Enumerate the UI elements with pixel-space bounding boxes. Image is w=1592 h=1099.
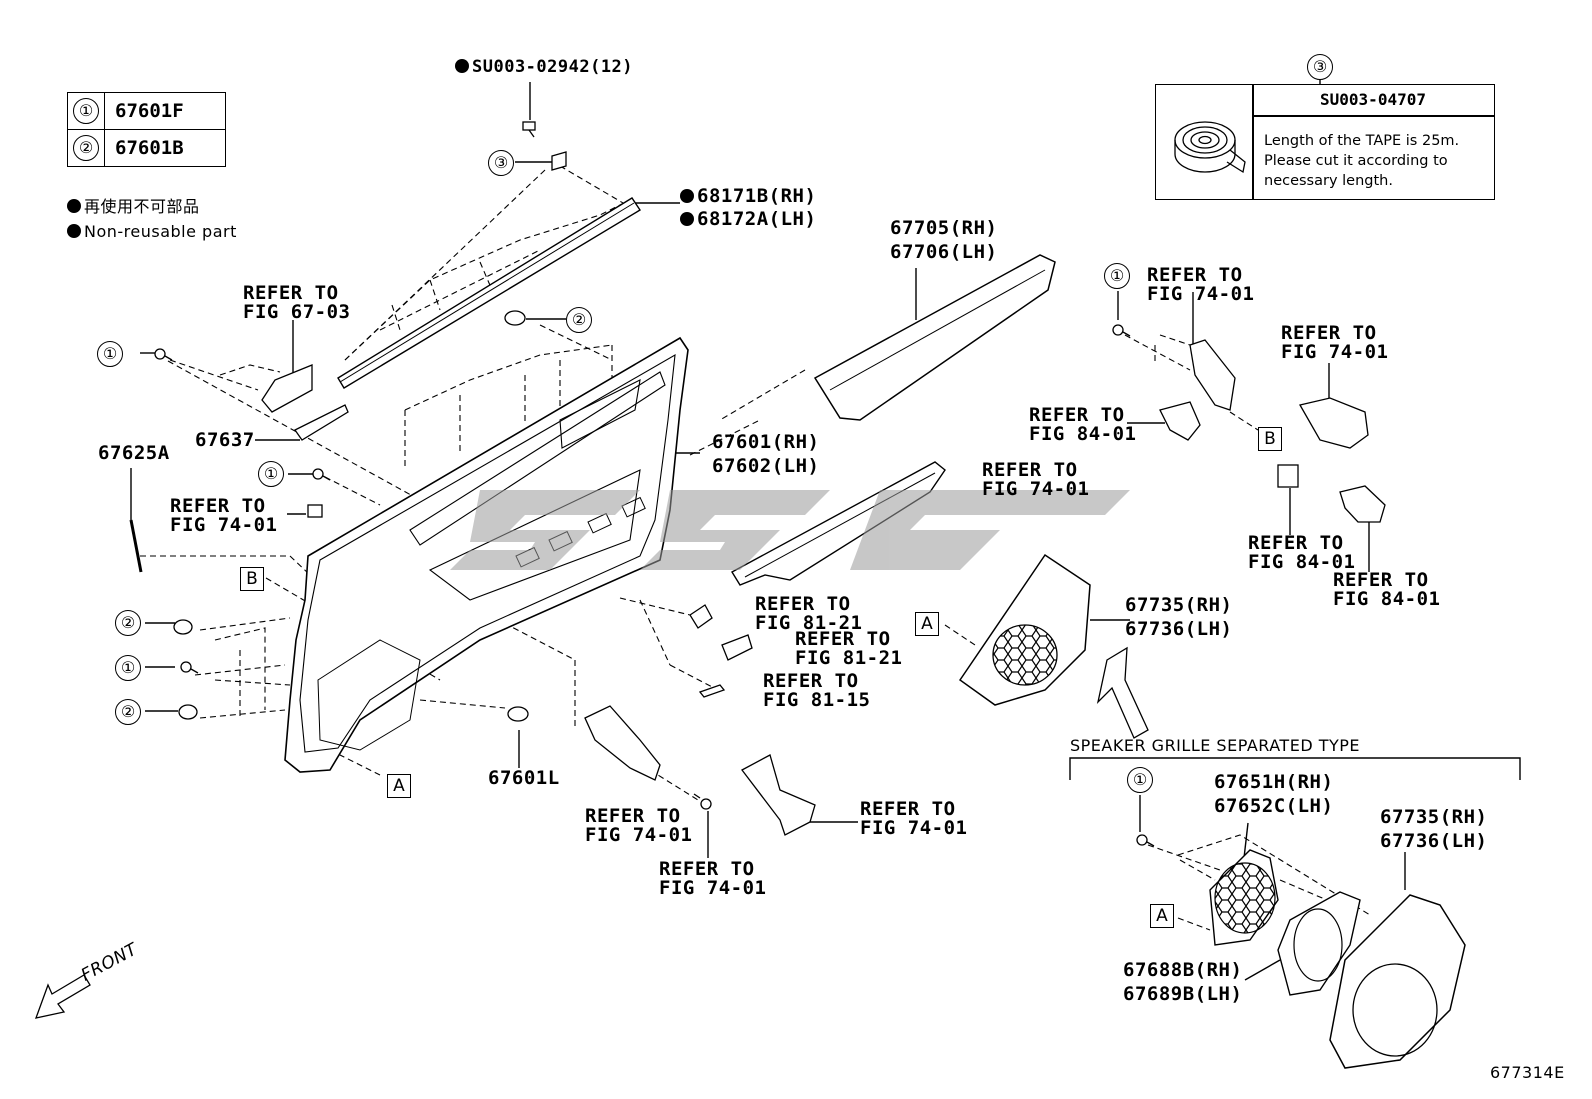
legend-part-number: 67601B <box>104 129 226 167</box>
label-refer-to: REFER TO <box>1248 532 1344 554</box>
label-67736: 67736(LH) <box>1125 618 1233 640</box>
label-refer-to: REFER TO <box>795 628 891 650</box>
label-fig-74-01: FIG 74-01 <box>1147 283 1255 305</box>
label-refer-to: REFER TO <box>860 798 956 820</box>
label-fig-84-01: FIG 84-01 <box>1029 423 1137 445</box>
tape-info-box: SU003-04707 Length of the TAPE is 25m. P… <box>1155 84 1495 200</box>
label-fig-67-03: FIG 67-03 <box>243 301 351 323</box>
label-refer-to: REFER TO <box>659 858 755 880</box>
tape-part-number: SU003-04707 <box>1320 90 1426 109</box>
label-67602: 67602(LH) <box>712 455 820 477</box>
index-legend-table: ① 67601F ② 67601B <box>67 92 226 167</box>
label-fig-74-01: FIG 74-01 <box>585 824 693 846</box>
label-refer-to: REFER TO <box>243 282 339 304</box>
label-67736: 67736(LH) <box>1380 830 1488 852</box>
callout-1: ① <box>1104 263 1130 289</box>
label-67705: 67705(RH) <box>890 217 998 239</box>
callout-1: ① <box>73 98 99 124</box>
label-fig-74-01: FIG 74-01 <box>860 817 968 839</box>
legend-row: ② 67601B <box>67 129 226 167</box>
callout-2: ② <box>115 610 141 636</box>
label-68171b: 68171B(RH) <box>680 186 816 207</box>
watermark-logo <box>450 490 1130 570</box>
label-67652c: 67652C(LH) <box>1214 795 1334 817</box>
diagram-id: 677314E <box>1490 1063 1565 1082</box>
label-fig-74-01: FIG 74-01 <box>1281 341 1389 363</box>
label-fig-84-01: FIG 84-01 <box>1333 588 1441 610</box>
label-refer-to: REFER TO <box>585 805 681 827</box>
label-fig-81-15: FIG 81-15 <box>763 689 871 711</box>
label-refer-to: REFER TO <box>1333 569 1429 591</box>
tape-note: Length of the TAPE is 25m. Please cut it… <box>1264 133 1460 189</box>
callout-1: ① <box>115 655 141 681</box>
callout-3: ③ <box>1307 54 1333 80</box>
bullet-dot-icon <box>680 212 694 226</box>
bullet-dot-icon <box>455 59 469 73</box>
label-67689b: 67689B(LH) <box>1123 983 1243 1005</box>
label-refer-to: REFER TO <box>170 495 266 517</box>
callout-1: ① <box>97 341 123 367</box>
label-fig-81-21: FIG 81-21 <box>755 612 863 634</box>
callout-2: ② <box>566 307 592 333</box>
label-refer-to: REFER TO <box>1029 404 1125 426</box>
legend-row: ① 67601F <box>67 92 226 130</box>
label-fig-74-01: FIG 74-01 <box>170 514 278 536</box>
non-reusable-note-en: Non-reusable part <box>67 221 237 242</box>
label-refer-to: REFER TO <box>982 459 1078 481</box>
label-67706: 67706(LH) <box>890 241 998 263</box>
bullet-dot-icon <box>67 199 81 213</box>
label-67601: 67601(RH) <box>712 431 820 453</box>
callout-2: ② <box>73 135 99 161</box>
callout-1: ① <box>1127 767 1153 793</box>
label-fig-84-01: FIG 84-01 <box>1248 551 1356 573</box>
label-67688b: 67688B(RH) <box>1123 959 1243 981</box>
label-67625a: 67625A <box>98 442 170 464</box>
label-67601l: 67601L <box>488 767 560 789</box>
reference-box-b: B <box>240 567 264 591</box>
legend-part-number: 67601F <box>104 92 226 130</box>
label-fig-74-01: FIG 74-01 <box>982 478 1090 500</box>
label-fig-74-01: FIG 74-01 <box>659 877 767 899</box>
callout-1: ① <box>258 461 284 487</box>
label-refer-to: REFER TO <box>755 593 851 615</box>
reference-box-a: A <box>915 612 939 636</box>
label-68172a: 68172A(LH) <box>680 209 816 230</box>
label-refer-to: REFER TO <box>1281 322 1377 344</box>
bullet-dot-icon <box>67 224 81 238</box>
non-reusable-note-jp: 再使用不可部品 <box>67 196 200 217</box>
label-67735: 67735(RH) <box>1380 806 1488 828</box>
reference-box-a: A <box>1150 904 1174 928</box>
speaker-grille-separated-type-heading: SPEAKER GRILLE SEPARATED TYPE <box>1070 736 1361 755</box>
label-fig-81-21: FIG 81-21 <box>795 647 903 669</box>
label-refer-to: REFER TO <box>1147 264 1243 286</box>
label-67651h: 67651H(RH) <box>1214 771 1334 793</box>
label-refer-to: REFER TO <box>763 670 859 692</box>
label-67735: 67735(RH) <box>1125 594 1233 616</box>
label-67637: 67637 <box>195 429 255 451</box>
bullet-dot-icon <box>680 189 694 203</box>
reference-box-a: A <box>387 774 411 798</box>
label-su003-02942: SU003-02942(12) <box>455 58 633 77</box>
callout-2: ② <box>115 699 141 725</box>
callout-3: ③ <box>488 150 514 176</box>
reference-box-b: B <box>1258 427 1282 451</box>
